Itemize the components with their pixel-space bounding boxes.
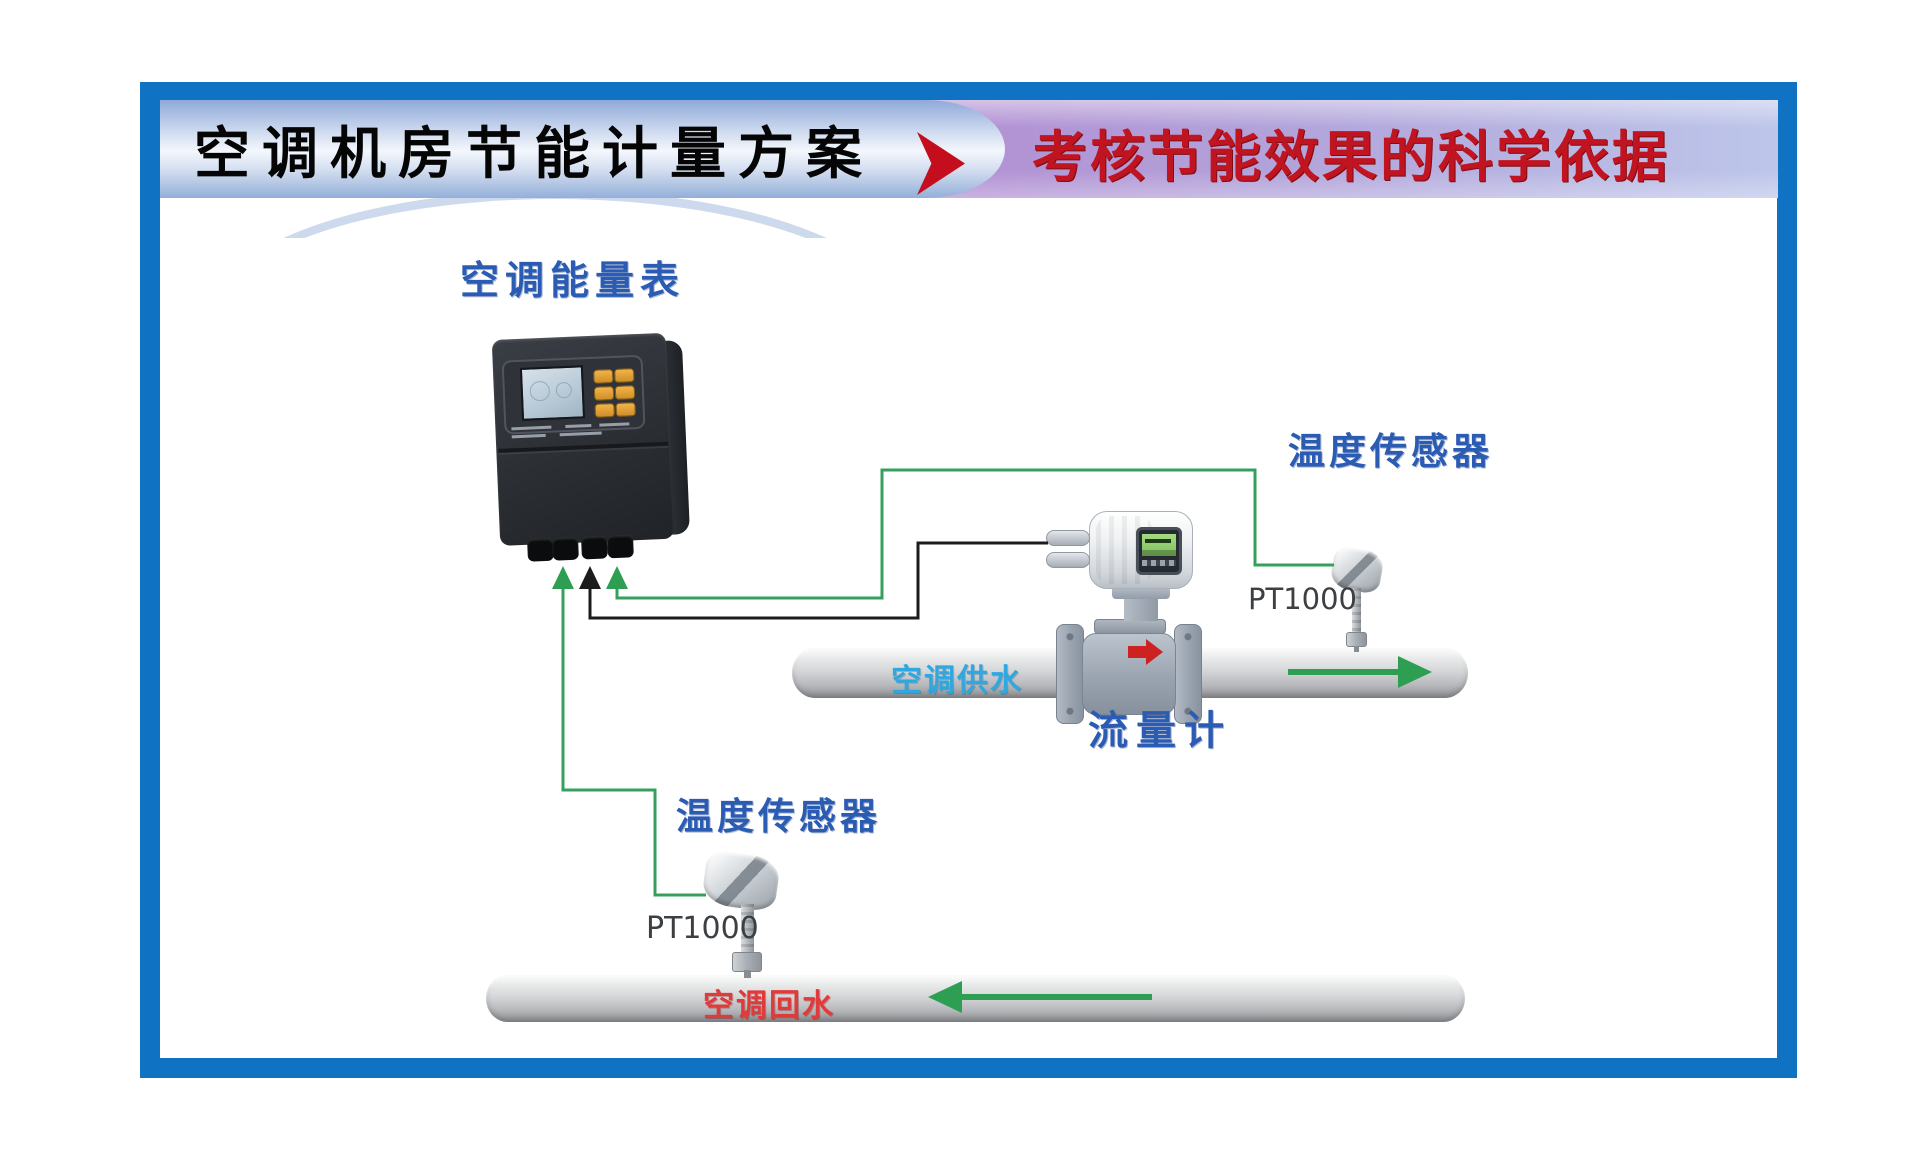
pt1000-return-label: PT1000 bbox=[646, 911, 759, 946]
temp-sensor-supply-stem bbox=[1352, 588, 1361, 634]
flow-signal-wire bbox=[588, 541, 1048, 620]
flow-meter-lcd bbox=[1142, 534, 1176, 556]
arrow-left-icon bbox=[928, 981, 962, 1013]
arrow-right-icon bbox=[1128, 639, 1163, 665]
arrow-up-icon bbox=[606, 566, 628, 589]
pt1000-supply-label: PT1000 bbox=[1248, 582, 1358, 616]
temp-sensor-supply-wire bbox=[615, 468, 1334, 600]
temp-sensor-return-wire bbox=[561, 586, 706, 897]
temp-sensor-return-stem bbox=[741, 904, 754, 956]
arrow-right-icon bbox=[1398, 656, 1432, 688]
temp-sensor-return-probe bbox=[744, 970, 751, 978]
banner-left-capsule bbox=[160, 100, 1005, 198]
slide-border-frame bbox=[140, 82, 1797, 1078]
flow-meter-display bbox=[1136, 527, 1182, 575]
energy-meter-label: 空调能量表 bbox=[460, 259, 686, 304]
flow-meter-left-flange bbox=[1056, 624, 1084, 724]
temp-sensor-supply-probe bbox=[1354, 646, 1359, 652]
slide-subtitle: 考核节能效果的科学依据 bbox=[1032, 125, 1671, 189]
temp-sensor-return-label: 温度传感器 bbox=[676, 795, 881, 838]
temp-sensor-supply-label: 温度传感器 bbox=[1288, 430, 1493, 473]
flow-meter-cable-connector bbox=[1046, 552, 1090, 568]
arrow-up-icon bbox=[579, 566, 601, 589]
flow-meter-cable-connector bbox=[1046, 530, 1090, 546]
slide-title: 空调机房节能计量方案 bbox=[194, 122, 874, 187]
flow-meter-label: 流量计 bbox=[1088, 708, 1232, 754]
arrow-up-icon bbox=[552, 566, 574, 589]
flow-meter-neck bbox=[1124, 597, 1158, 621]
return-pipe-label: 空调回水 bbox=[703, 988, 835, 1024]
title-banner: 空调机房节能计量方案 考核节能效果的科学依据 bbox=[160, 100, 1778, 198]
supply-pipe-label: 空调供水 bbox=[891, 663, 1023, 699]
flow-meter-neck-flange bbox=[1112, 586, 1170, 599]
flow-meter-keys bbox=[1142, 560, 1176, 566]
